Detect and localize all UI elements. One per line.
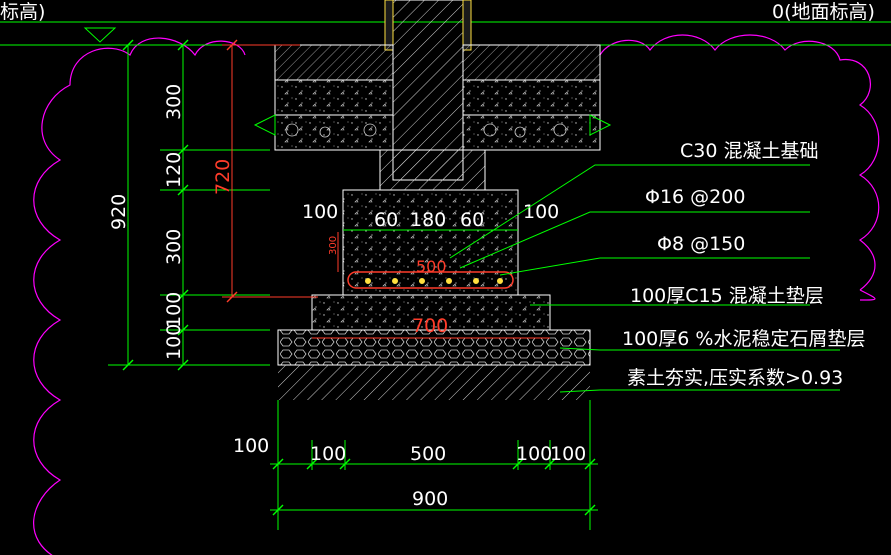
elevation-triangle-icon: [83, 27, 117, 43]
dim-300-top: 300: [163, 84, 185, 120]
bottom-dim-b1: 100: [310, 443, 346, 465]
red-300: 300: [328, 236, 339, 255]
compacted-soil: [278, 365, 590, 400]
header-left-label: 标高): [0, 1, 45, 23]
dim-total-920: 920: [108, 194, 130, 230]
bottom-dimensions: [270, 400, 598, 530]
soil-boundary-cloud: [33, 34, 880, 555]
pier-neck: [379, 149, 486, 191]
dim-100-b: 100: [163, 324, 185, 360]
pavement-right: [462, 44, 612, 151]
red-700: 700: [412, 315, 448, 337]
dim-100-a: 100: [163, 292, 185, 328]
dim-300-mid: 300: [163, 229, 185, 265]
callout-leaders: [449, 164, 840, 393]
dim-120: 120: [163, 152, 185, 188]
bottom-dim-b3: 100: [516, 443, 552, 465]
c15-cushion: [311, 294, 551, 331]
pier-dim-right: 100: [523, 201, 559, 223]
callout-phi16: Φ16 @200: [645, 186, 745, 208]
callout-soil: 素土夯实,压实系数>0.93: [627, 367, 843, 389]
callout-stabilized: 100厚6 %水泥稳定石屑垫层: [622, 328, 865, 350]
bottom-dim-b2: 500: [410, 443, 446, 465]
rebar-layer: [347, 271, 514, 289]
callout-c30: C30 混凝土基础: [680, 140, 818, 162]
callout-phi8: Φ8 @150: [657, 233, 745, 255]
left-dimensions: [108, 39, 270, 371]
bottom-dim-total: 900: [412, 488, 448, 510]
header-right-label: 0(地面标高): [772, 1, 875, 23]
callout-c15: 100厚C15 混凝土垫层: [630, 285, 824, 307]
dim-720: 720: [212, 159, 234, 195]
bottom-dim-b4: 100: [550, 443, 586, 465]
pier-w2: 180: [410, 209, 446, 231]
stabilized-layer: [277, 329, 591, 366]
pier-w1: 60: [374, 209, 398, 231]
red-500: 500: [416, 257, 447, 276]
red-dim-720: [222, 39, 318, 303]
pavement-left: [253, 44, 394, 151]
pier-w3: 60: [460, 209, 484, 231]
bottom-dim-left: 100: [233, 435, 269, 457]
pier-dim-left: 100: [302, 201, 338, 223]
